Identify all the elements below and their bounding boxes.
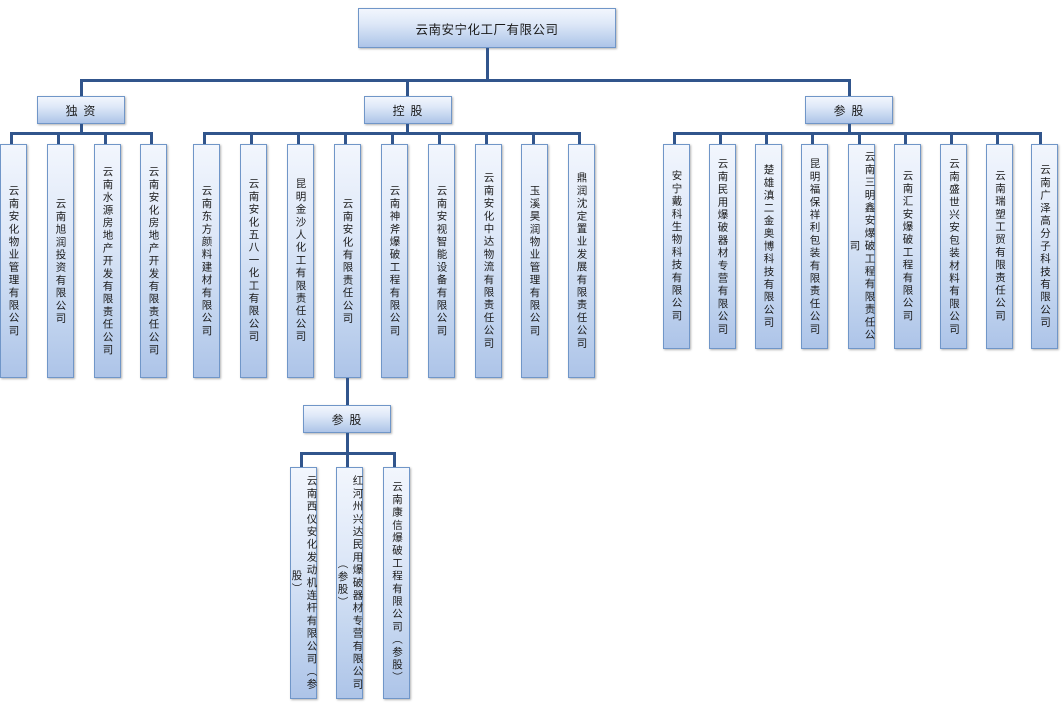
root-node-label: 云南安宁化工厂有限公司 [415,21,559,37]
connector-subtree-stem [346,378,349,405]
connector-root-stem [486,48,489,79]
leaf-equity-3-label: 昆明福保祥利包装有限责任公司 [808,157,821,336]
leaf-equity-1[interactable]: 云南民用爆破器材专营有限公司 [709,144,736,349]
leaf-sole-3[interactable]: 云南安化房地产开发有限责任公司 [140,144,167,378]
connector-equity-d4 [858,132,861,144]
connector-sole-bus [10,132,153,135]
connector-drop-holding [406,79,409,96]
leaf-equity-4[interactable]: 云南三明鑫安爆破工程有限责任公司 [848,144,876,349]
leaf-holding-7-label: 玉溪昊润物业管理有限公司 [528,184,541,338]
connector-equity-stem [848,124,851,132]
group-header-sole-label: 独 资 [65,103,97,118]
leaf-sole-0[interactable]: 云南安化物业管理有限公司 [0,144,27,378]
group-header-sub-equity[interactable]: 参 股 [303,405,391,433]
leaf-sub-equity-2-label: 云南康信爆破工程有限公司（参股） [391,481,403,685]
leaf-sub-equity-0-label: 云南西仪安化发动机连杆有限公司（参股） [290,475,318,691]
leaf-holding-4-label: 云南神斧爆破工程有限公司 [388,184,401,338]
leaf-holding-6[interactable]: 云南安化中达物流有限责任公司 [475,144,502,378]
connector-drop-sole [80,79,83,96]
leaf-holding-0[interactable]: 云南东方颜料建材有限公司 [193,144,220,378]
connector-sole-d1 [57,132,60,144]
leaf-equity-3[interactable]: 昆明福保祥利包装有限责任公司 [801,144,828,349]
leaf-sub-equity-0[interactable]: 云南西仪安化发动机连杆有限公司（参股） [290,467,318,699]
leaf-equity-4-label: 云南三明鑫安爆破工程有限责任公司 [848,151,876,342]
leaf-holding-3-label: 云南安化有限责任公司 [341,197,354,325]
group-header-sub-equity-label: 参 股 [331,412,363,427]
connector-sub-equity-d2 [393,452,396,467]
connector-sole-d0 [10,132,13,144]
connector-sub-equity-d0 [300,452,303,467]
leaf-equity-7[interactable]: 云南瑞塑工贸有限责任公司 [986,144,1013,349]
connector-sub-equity-d1 [346,452,349,467]
leaf-equity-0[interactable]: 安宁戴科生物科技有限公司 [663,144,690,349]
leaf-equity-6-label: 云南盛世兴安包装材料有限公司 [948,157,960,336]
leaf-equity-5-label: 云南汇安爆破工程有限公司 [901,170,914,323]
leaf-holding-0-label: 云南东方颜料建材有限公司 [200,184,213,338]
group-header-equity-label: 参 股 [833,103,865,118]
connector-holding-stem [406,124,409,132]
connector-holding-d2 [297,132,300,144]
leaf-sole-2-label: 云南水源房地产开发有限责任公司 [101,165,114,357]
connector-holding-d5 [438,132,441,144]
leaf-holding-8-label: 鼎润沈定置业发展有限责任公司 [575,172,588,350]
leaf-holding-2[interactable]: 昆明金沙人化工有限责任公司 [287,144,314,378]
connector-equity-d3 [811,132,814,144]
connector-holding-d3 [344,132,347,144]
connector-root-bus [80,79,850,82]
leaf-sub-equity-1[interactable]: 红河州兴达民用爆破器材专营有限公司（参股） [336,467,364,699]
connector-sole-d3 [150,132,153,144]
leaf-equity-2[interactable]: 楚雄滇二金奥博科技有限公司 [755,144,782,349]
connector-sub-equity-stem [346,433,349,452]
connector-equity-d6 [950,132,953,144]
connector-equity-d1 [719,132,722,144]
leaf-sub-equity-2[interactable]: 云南康信爆破工程有限公司（参股） [383,467,410,699]
leaf-sole-1[interactable]: 云南旭润投资有限公司 [47,144,74,378]
leaf-equity-1-label: 云南民用爆破器材专营有限公司 [716,157,729,336]
group-header-equity[interactable]: 参 股 [805,96,893,124]
leaf-equity-6[interactable]: 云南盛世兴安包装材料有限公司 [940,144,967,349]
group-header-sole[interactable]: 独 资 [37,96,125,124]
connector-holding-d4 [391,132,394,144]
leaf-holding-8[interactable]: 鼎润沈定置业发展有限责任公司 [568,144,595,378]
leaf-holding-2-label: 昆明金沙人化工有限责任公司 [294,178,307,344]
leaf-holding-5[interactable]: 云南安视智能设备有限公司 [428,144,455,378]
connector-equity-d8 [1039,132,1042,144]
leaf-holding-6-label: 云南安化中达物流有限责任公司 [482,172,495,350]
connector-sole-d2 [104,132,107,144]
leaf-sub-equity-1-label: 红河州兴达民用爆破器材专营有限公司（参股） [336,475,364,691]
leaf-equity-7-label: 云南瑞塑工贸有限责任公司 [994,170,1006,323]
leaf-equity-5[interactable]: 云南汇安爆破工程有限公司 [894,144,921,349]
leaf-sole-3-label: 云南安化房地产开发有限责任公司 [147,165,160,357]
group-header-holding-label: 控 股 [392,103,424,118]
leaf-holding-4[interactable]: 云南神斧爆破工程有限公司 [381,144,408,378]
connector-equity-d2 [765,132,768,144]
leaf-holding-1[interactable]: 云南安化五八一化工有限公司 [240,144,267,378]
root-node[interactable]: 云南安宁化工厂有限公司 [358,8,616,48]
leaf-sole-2[interactable]: 云南水源房地产开发有限责任公司 [94,144,121,378]
connector-holding-d8 [578,132,581,144]
leaf-holding-1-label: 云南安化五八一化工有限公司 [247,178,260,344]
leaf-sole-1-label: 云南旭润投资有限公司 [54,197,67,325]
leaf-holding-3[interactable]: 云南安化有限责任公司 [334,144,361,378]
connector-sole-stem [80,124,83,132]
leaf-holding-5-label: 云南安视智能设备有限公司 [435,184,448,338]
connector-holding-d7 [532,132,535,144]
connector-equity-d7 [996,132,999,144]
leaf-equity-8-label: 云南广泽高分子科技有限公司 [1039,163,1051,330]
connector-holding-d6 [485,132,488,144]
leaf-holding-7[interactable]: 玉溪昊润物业管理有限公司 [521,144,548,378]
leaf-sole-0-label: 云南安化物业管理有限公司 [7,184,20,338]
leaf-equity-2-label: 楚雄滇二金奥博科技有限公司 [762,163,775,330]
connector-equity-d5 [904,132,907,144]
connector-holding-d0 [203,132,206,144]
leaf-equity-8[interactable]: 云南广泽高分子科技有限公司 [1031,144,1058,349]
connector-equity-bus [673,132,1042,135]
connector-equity-d0 [673,132,676,144]
group-header-holding[interactable]: 控 股 [364,96,452,124]
connector-holding-d1 [250,132,253,144]
connector-drop-equity [848,79,851,96]
leaf-equity-0-label: 安宁戴科生物科技有限公司 [670,170,683,323]
